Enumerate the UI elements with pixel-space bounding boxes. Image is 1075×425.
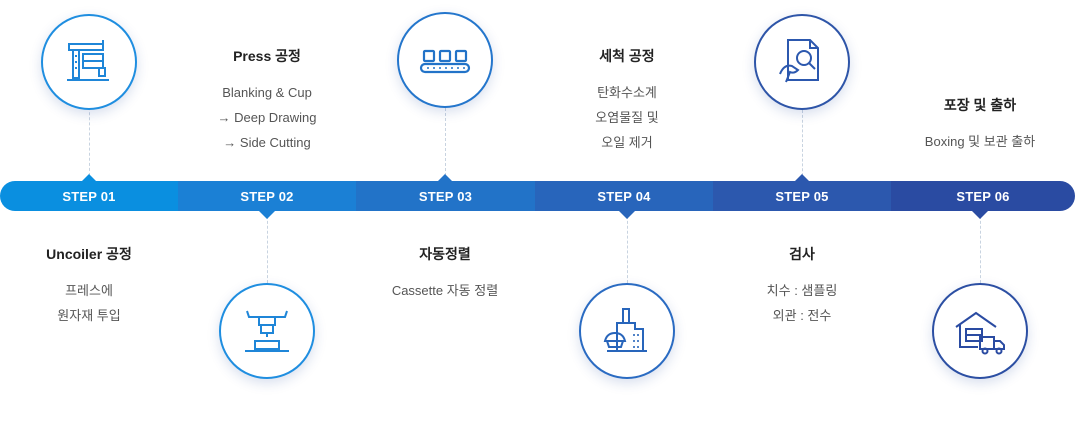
step-01-line-2: 원자재 투입 [57,308,121,323]
step-02-title: Press 공정 [233,48,301,64]
step-05-description: 검사 치수 : 샘플링 외관 : 전수 [717,244,887,328]
step-02-line-1: Blanking & Cup [222,85,312,100]
step-06-line-1: Boxing 및 보관 출하 [924,134,1036,149]
delivery-truck-icon [955,311,1005,355]
step-02-description: Press 공정 Blanking & Cup → Deep Drawing →… [182,46,352,155]
step-04-line-3: 오일 제거 [601,135,653,150]
step-06-label: STEP 06 [891,181,1075,211]
step-01-description: Uncoiler 공정 프레스에 원자재 투입 [4,244,174,328]
step-06-description: 포장 및 출하 Boxing 및 보관 출하 [895,95,1065,154]
step-01-title: Uncoiler 공정 [46,246,132,262]
step-05-line-2: 외관 : 전수 [772,308,832,323]
connector-step-05 [802,110,803,181]
step-02-line-2: → Deep Drawing [217,110,317,125]
step-06-title: 포장 및 출하 [943,97,1017,113]
step-04-circle [579,283,675,379]
notch-step-02 [259,211,275,219]
factory-icon [603,308,647,352]
connector-step-03 [445,108,446,181]
step-03-circle [397,12,493,108]
step-03-title: 자동정렬 [419,246,471,262]
step-05-circle [754,14,850,110]
notch-step-01 [81,174,97,182]
step-01-circle [41,14,137,110]
notch-step-05 [794,174,810,182]
connector-step-02 [267,211,268,283]
step-04-line-2: 오염물질 및 [595,110,659,125]
step-05-line-1: 치수 : 샘플링 [766,283,838,298]
step-03-description: 자동정렬 Cassette 자동 정렬 [360,244,530,303]
connector-step-06 [980,211,981,283]
step-05-label: STEP 05 [713,181,891,211]
step-01-label: STEP 01 [0,181,178,211]
timeline-bar: STEP 01 STEP 02 STEP 03 STEP 04 STEP 05 … [0,181,1075,211]
step-03-line-1: Cassette 자동 정렬 [391,283,499,298]
inspection-icon [779,39,819,83]
notch-step-04 [619,211,635,219]
step-02-label: STEP 02 [178,181,356,211]
notch-step-03 [437,174,453,182]
connector-step-04 [627,211,628,283]
step-06-circle [932,283,1028,379]
notch-step-06 [972,211,988,219]
conveyor-icon [419,49,471,74]
uncoiler-icon [67,40,109,81]
step-03-label: STEP 03 [356,181,535,211]
step-04-description: 세척 공정 탄화수소계 오염물질 및 오일 제거 [542,46,712,155]
step-04-title: 세척 공정 [599,48,655,64]
step-02-circle [219,283,315,379]
step-01-line-1: 프레스에 [65,283,113,298]
step-05-title: 검사 [789,246,815,262]
step-02-line-3: → Side Cutting [223,135,311,150]
step-04-line-1: 탄화수소계 [597,85,657,100]
press-icon [245,310,289,352]
step-04-label: STEP 04 [535,181,713,211]
connector-step-01 [89,92,90,181]
